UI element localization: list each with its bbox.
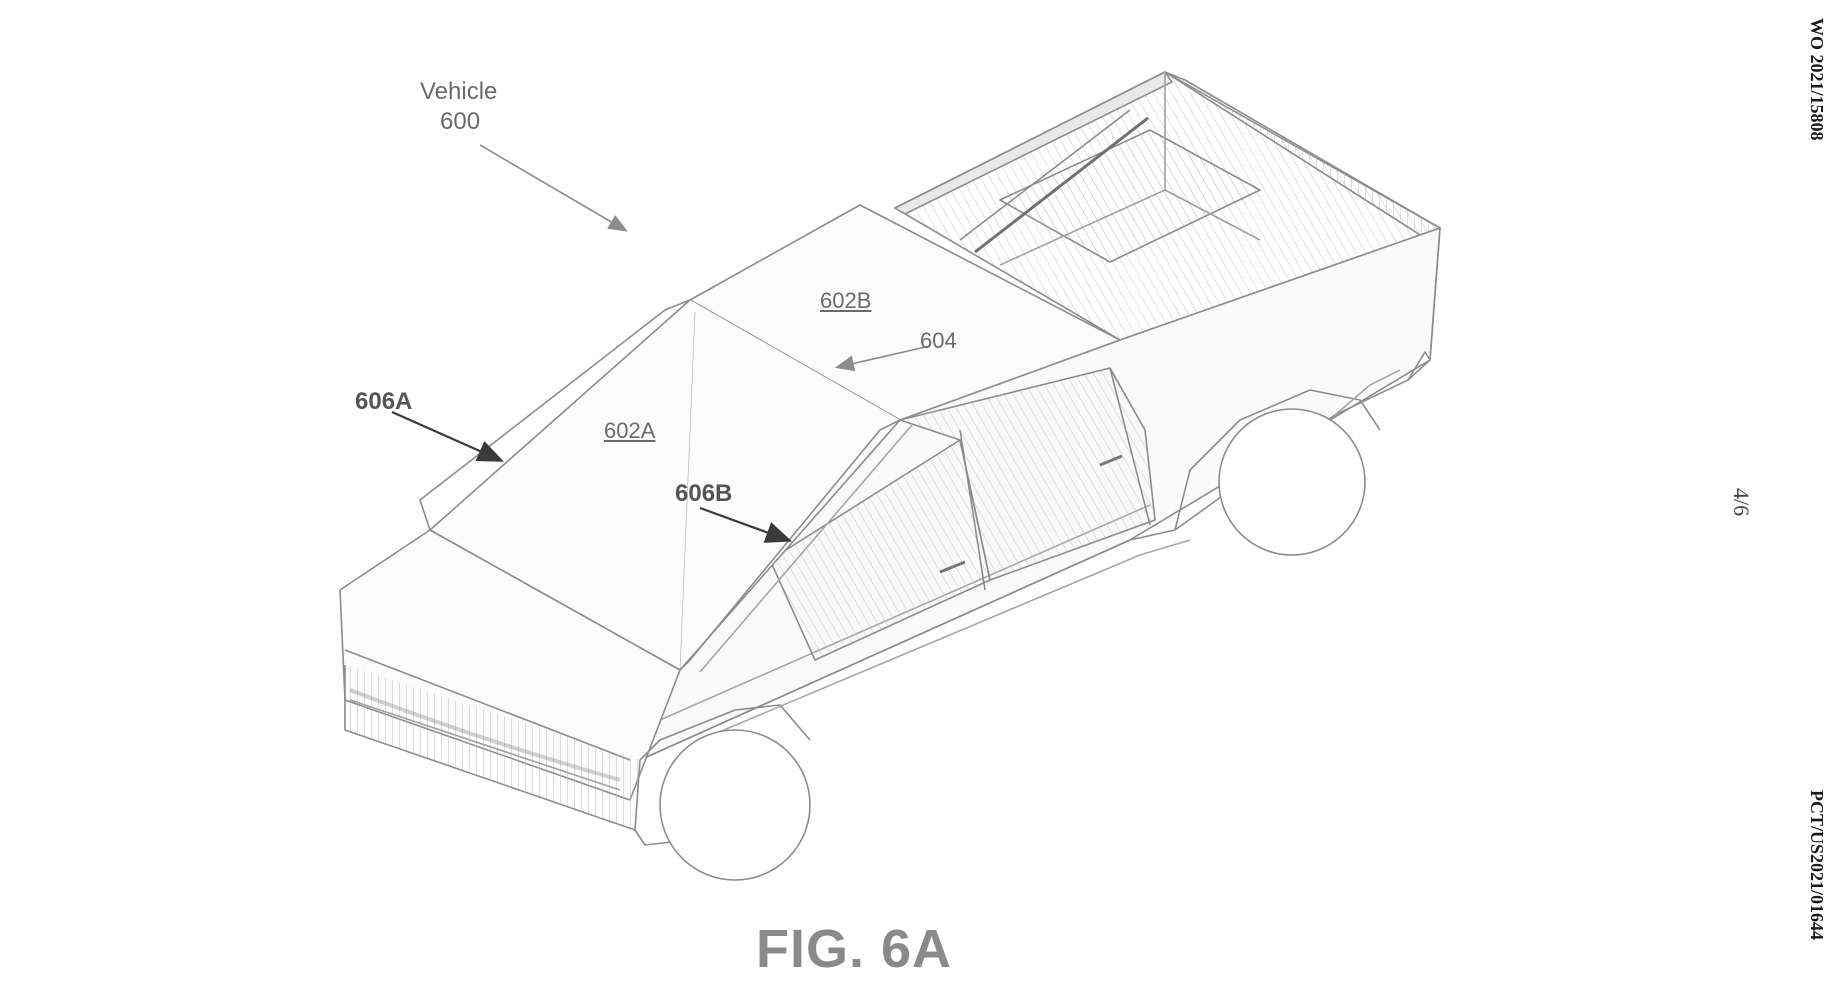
label-602a: 602A xyxy=(604,418,656,443)
label-602b: 602B xyxy=(820,288,872,313)
front xyxy=(339,529,811,846)
figure-caption: FIG. 6A xyxy=(756,919,953,979)
cargo-bed xyxy=(894,71,1441,341)
label-606a: 606A xyxy=(355,388,413,415)
application-number: PCT/US2021/01644 xyxy=(1807,790,1827,941)
leader-lines xyxy=(391,144,931,543)
sheet-number: 4/6 xyxy=(1729,488,1754,517)
roof xyxy=(419,204,1121,673)
label-606b: 606B xyxy=(675,480,733,507)
front-wheel xyxy=(659,729,811,881)
label-vehicle-word: Vehicle xyxy=(420,78,498,105)
label-604: 604 xyxy=(920,328,957,353)
label-vehicle-number: 600 xyxy=(440,108,481,135)
publication-number: WO 2021/15808 xyxy=(1807,18,1827,141)
rear-wheel xyxy=(1218,408,1366,556)
